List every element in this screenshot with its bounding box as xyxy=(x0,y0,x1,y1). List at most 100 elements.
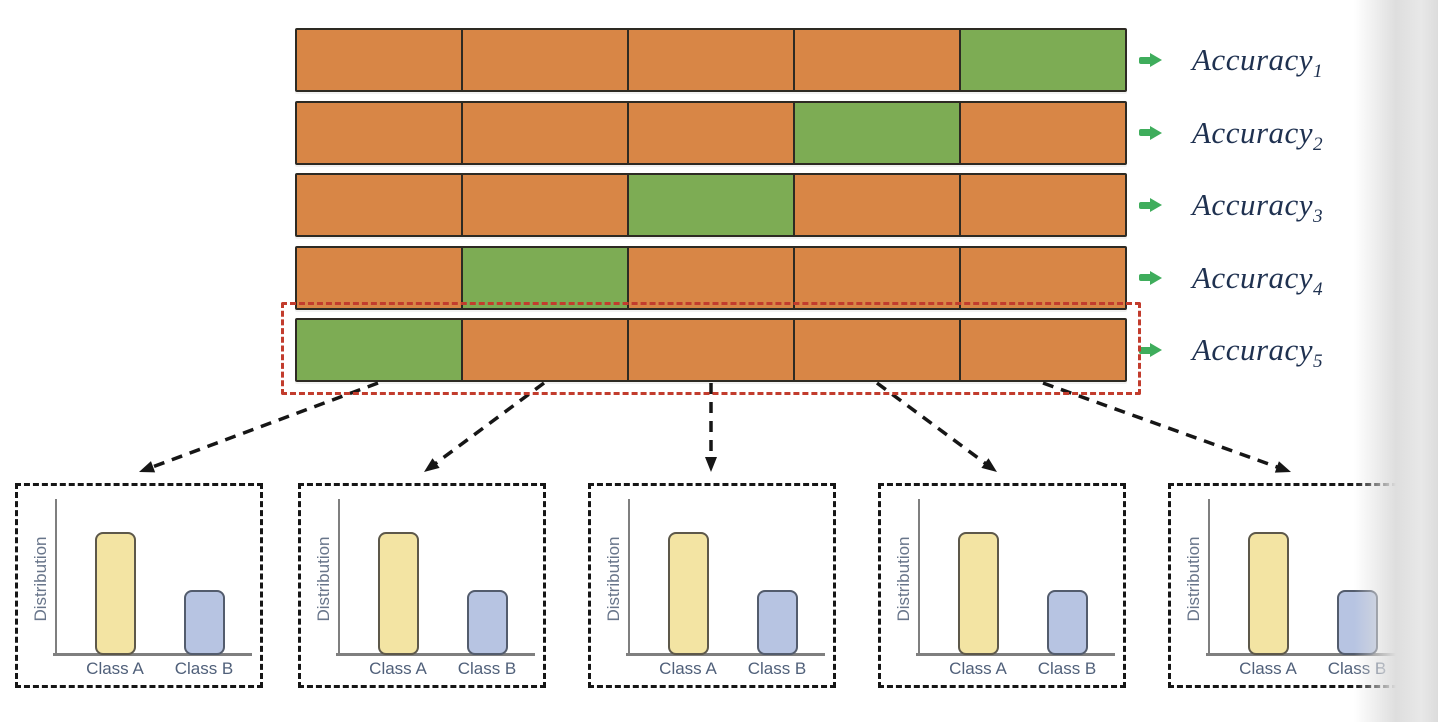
cv-fold-row-1: Accuracy1 xyxy=(0,28,1438,92)
train-fold-block xyxy=(961,247,1125,308)
accuracy-label-subscript: 1 xyxy=(1313,61,1324,83)
validation-fold-block xyxy=(297,320,461,380)
dashed-connector-line-5 xyxy=(1042,381,1283,471)
arrow-shaft xyxy=(1139,201,1150,209)
connector-arrow-head-3 xyxy=(705,457,717,472)
class-a-tick-label: Class A xyxy=(86,659,144,678)
y-axis-title: Distribution xyxy=(314,536,333,622)
highlighted-fold-row-box xyxy=(281,302,1141,395)
cv-fold-row-5: Accuracy5 xyxy=(0,318,1438,382)
accuracy-label: Accuracy4 xyxy=(1192,246,1323,310)
train-fold-block xyxy=(961,102,1125,163)
y-axis-line xyxy=(338,499,340,655)
class-a-bar xyxy=(1248,532,1289,655)
train-fold-block xyxy=(629,102,793,163)
validation-fold-block xyxy=(463,247,627,308)
accuracy-label: Accuracy3 xyxy=(1192,173,1323,237)
x-axis-line xyxy=(626,653,825,656)
x-axis-line xyxy=(1206,653,1405,656)
train-fold-block xyxy=(795,320,959,380)
accuracy-label-text: Accuracy xyxy=(1192,332,1314,367)
dashed-connector-line-2 xyxy=(430,381,546,468)
arrow-head xyxy=(1150,270,1162,285)
class-a-bar xyxy=(95,532,136,655)
y-axis-title: Distribution xyxy=(894,536,913,622)
train-fold-block xyxy=(795,175,959,235)
y-axis-title: Distribution xyxy=(31,536,50,622)
arrow-head xyxy=(1150,125,1162,140)
train-fold-block xyxy=(297,247,461,308)
class-a-bar xyxy=(668,532,709,655)
class-b-bar xyxy=(757,590,798,655)
distribution-chart-panel-3: Class A Class B Distribution xyxy=(588,483,836,688)
y-axis-title: Distribution xyxy=(1184,536,1203,622)
class-a-tick-label: Class A xyxy=(1239,659,1297,678)
train-fold-block xyxy=(463,102,627,163)
fold-block-strip xyxy=(295,245,1127,310)
train-fold-block xyxy=(795,30,959,90)
train-fold-block xyxy=(297,30,461,90)
validation-fold-block xyxy=(795,102,959,163)
train-fold-block xyxy=(297,175,461,235)
train-fold-block xyxy=(463,30,627,90)
green-right-arrow-icon xyxy=(1139,270,1162,285)
accuracy-label-text: Accuracy xyxy=(1192,42,1314,77)
arrow-shaft xyxy=(1139,346,1150,354)
validation-fold-block xyxy=(961,30,1125,90)
y-axis-line xyxy=(918,499,920,655)
class-a-tick-label: Class A xyxy=(659,659,717,678)
accuracy-label-subscript: 3 xyxy=(1313,206,1324,228)
y-axis-line xyxy=(1208,499,1210,655)
train-fold-block xyxy=(629,320,793,380)
train-fold-block xyxy=(463,320,627,380)
distribution-chart-panel-2: Class A Class B Distribution xyxy=(298,483,546,688)
fold-block-strip xyxy=(295,318,1127,382)
class-a-bar xyxy=(378,532,419,655)
accuracy-label-text: Accuracy xyxy=(1192,114,1314,150)
accuracy-label: Accuracy5 xyxy=(1192,318,1323,382)
train-fold-block xyxy=(297,102,461,163)
arrow-head xyxy=(1150,343,1162,357)
x-axis-line xyxy=(916,653,1115,656)
y-axis-line xyxy=(628,499,630,655)
accuracy-label-subscript: 2 xyxy=(1313,133,1324,155)
class-a-tick-label: Class A xyxy=(369,659,427,678)
accuracy-label-subscript: 4 xyxy=(1313,278,1324,300)
class-b-tick-label: Class B xyxy=(1037,659,1097,678)
cv-fold-row-3: Accuracy3 xyxy=(0,173,1438,237)
arrow-shaft xyxy=(1139,274,1150,281)
dashed-connector-line-1 xyxy=(147,381,379,471)
connector-arrow-head-2 xyxy=(424,458,440,472)
page-edge-shadow xyxy=(1354,0,1438,722)
x-axis-line xyxy=(53,653,252,656)
train-fold-block xyxy=(629,247,793,308)
class-a-bar xyxy=(958,532,999,655)
class-b-tick-label: Class B xyxy=(457,659,517,678)
accuracy-label-text: Accuracy xyxy=(1192,187,1314,222)
fold-block-strip xyxy=(295,28,1127,92)
green-right-arrow-icon xyxy=(1139,53,1162,67)
fold-block-strip xyxy=(295,100,1127,165)
connector-arrow-head-5 xyxy=(1274,461,1291,473)
accuracy-label: Accuracy1 xyxy=(1192,28,1323,92)
class-b-bar xyxy=(1047,590,1088,655)
train-fold-block xyxy=(961,175,1125,235)
dashed-connector-line-4 xyxy=(875,381,991,468)
arrow-shaft xyxy=(1139,129,1150,136)
y-axis-line xyxy=(55,499,57,655)
arrow-head xyxy=(1150,53,1162,67)
connector-arrow-head-4 xyxy=(981,458,997,472)
green-right-arrow-icon xyxy=(1139,198,1162,212)
fold-block-strip xyxy=(295,173,1127,237)
cv-fold-row-4: Accuracy4 xyxy=(0,245,1438,310)
green-right-arrow-icon xyxy=(1139,125,1162,140)
x-axis-line xyxy=(336,653,535,656)
accuracy-label: Accuracy2 xyxy=(1192,101,1323,165)
arrow-shaft xyxy=(1139,56,1150,64)
validation-fold-block xyxy=(629,175,793,235)
y-axis-title: Distribution xyxy=(604,536,623,622)
class-b-tick-label: Class B xyxy=(747,659,807,678)
